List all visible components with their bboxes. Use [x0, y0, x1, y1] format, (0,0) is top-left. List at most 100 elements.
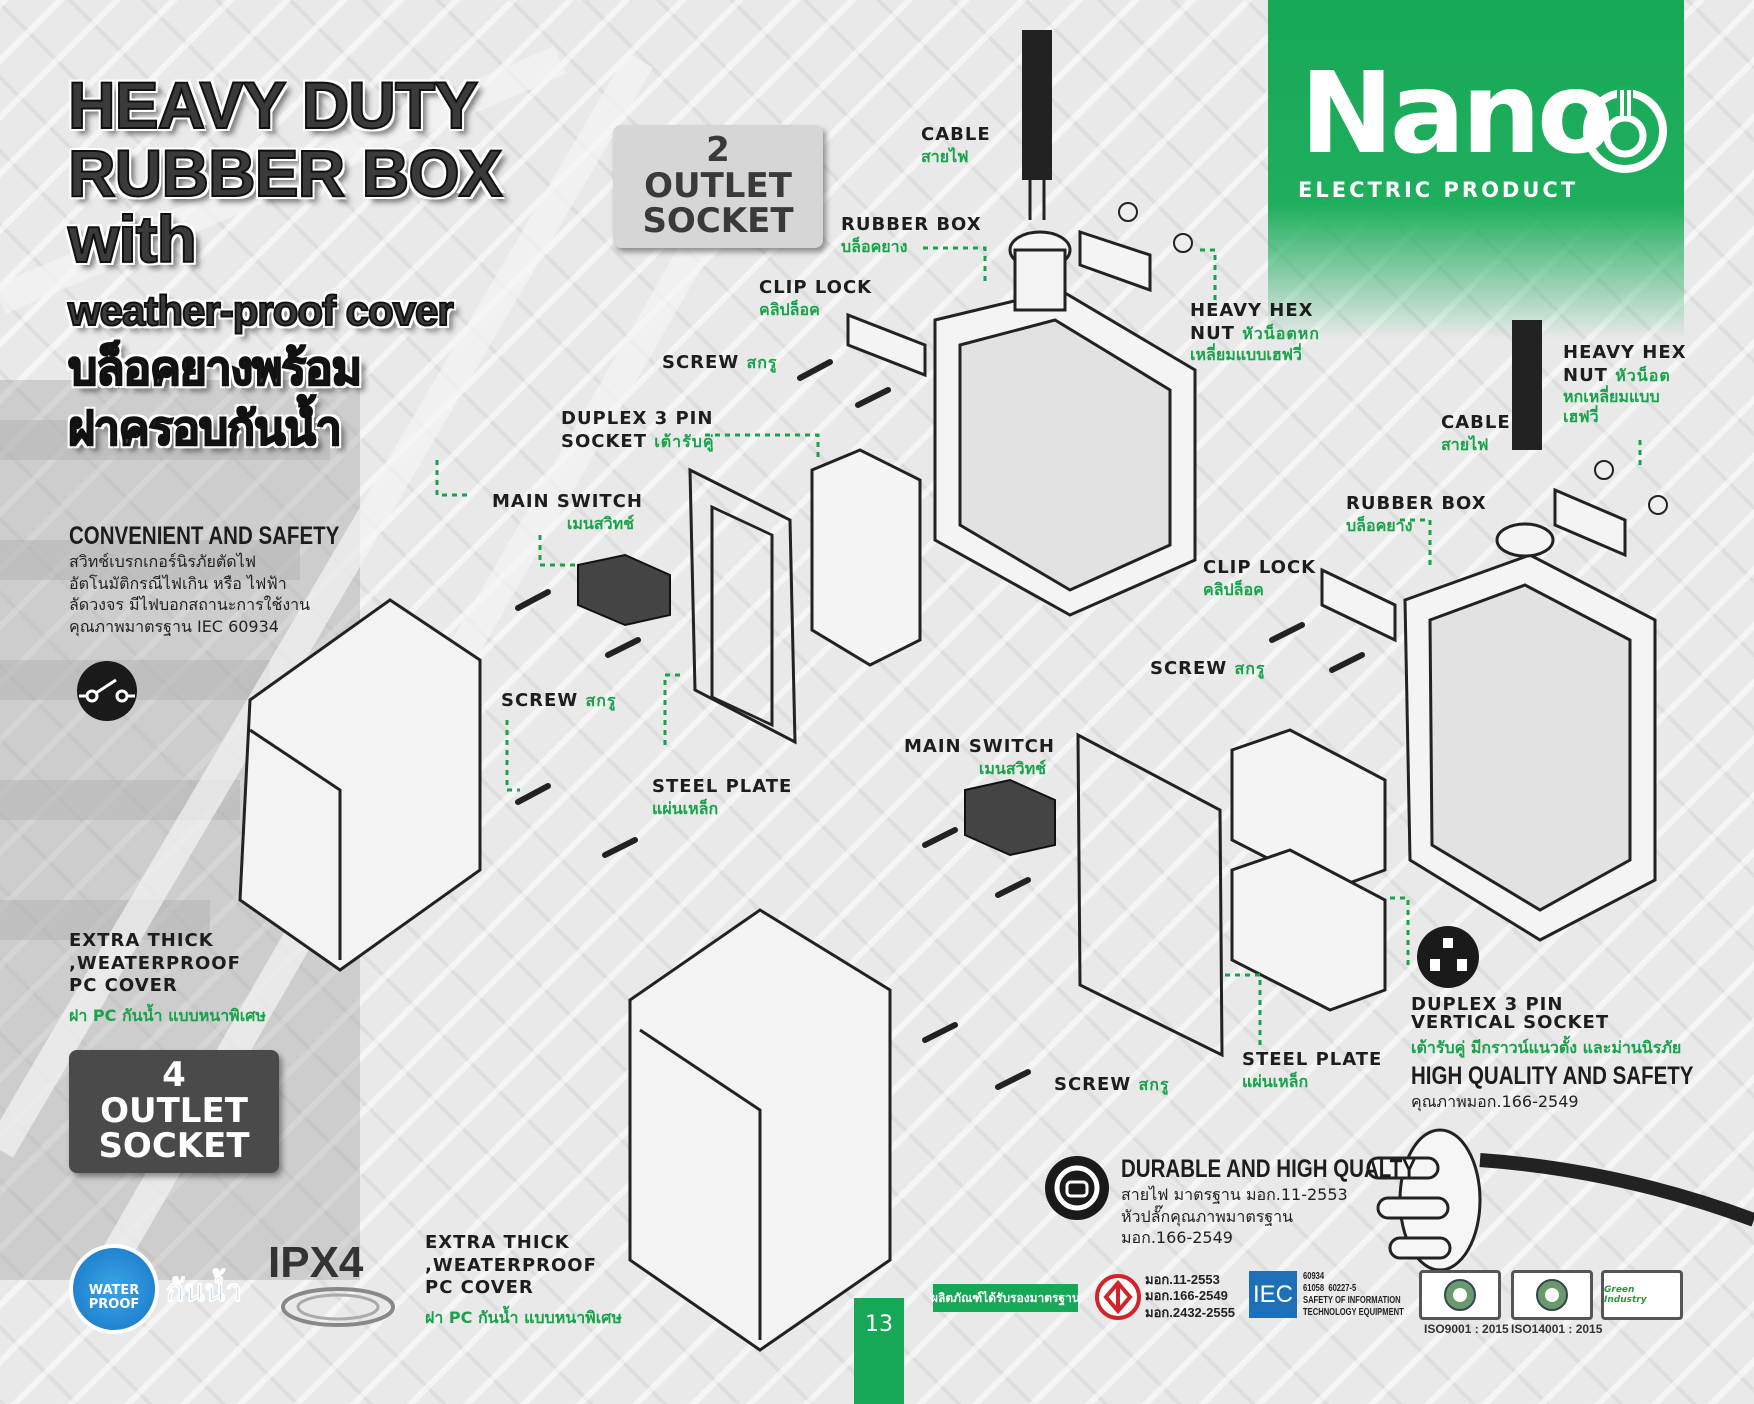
plug	[1366, 1128, 1754, 1272]
ipx-ring-icon	[281, 1287, 395, 1327]
feature-title: DURABLE AND HIGH QUALTY	[1121, 1155, 1416, 1183]
label-en: MAIN SWITCH	[904, 736, 1055, 757]
badge-line: SOCKET	[642, 201, 794, 242]
feature-line: ลัดวงจร มีไฟบอกสถานะการใช้งาน	[69, 595, 311, 615]
feature-convenient: CONVENIENT AND SAFETY สวิทช์เบรกเกอร์นิร…	[69, 522, 399, 637]
feature-line: คุณภาพมอก.166-2549	[1411, 1092, 1579, 1111]
cable-top	[1022, 30, 1052, 220]
feature-durable: DURABLE AND HIGH QUALTY สายไฟ มาตรฐาน มอ…	[1121, 1155, 1481, 1249]
label-th: สกรู	[1234, 659, 1266, 678]
label-en: ,WEATERPROOF	[425, 1254, 597, 1276]
label-en: SCREW	[501, 690, 579, 711]
tis-logo-icon	[1095, 1274, 1141, 1320]
green-industry-logo: Green Industry	[1601, 1270, 1683, 1320]
iec-standard: 61058 60227-5	[1303, 1283, 1357, 1294]
label-th: สกรู	[746, 353, 778, 372]
label-th: สกรู	[1138, 1075, 1170, 1094]
label-en: CLIP LOCK	[759, 277, 873, 298]
label-th: เต้ารับคู่	[654, 431, 715, 451]
label-en: MAIN SWITCH	[492, 491, 643, 512]
label-en: DUPLEX 3 PIN	[561, 408, 714, 429]
feature-line: อัตโนมัติกรณีไฟเกิน หรือ ไฟฟ้า	[69, 573, 287, 593]
brand-tagline: ELECTRIC PRODUCT	[1298, 178, 1579, 202]
feature-line: มอก.166-2549	[1121, 1228, 1233, 1248]
badge-line: 2 OUTLET	[644, 130, 792, 206]
badge-line: SOCKET	[98, 1126, 250, 1167]
rubber-box-right	[1403, 522, 1657, 942]
label-th: หัวน็อต	[1615, 365, 1671, 385]
brand-logo: Nano	[1300, 49, 1614, 179]
cover-bottom	[628, 908, 892, 1352]
label-en: SCREW	[1054, 1074, 1132, 1095]
iso14001-label: ISO14001 : 2015	[1511, 1322, 1603, 1336]
label-th: เต้ารับคู่ มีกราวน์แนวตั้ง และม่านนิรภัย	[1411, 1038, 1682, 1057]
label-th: หกเหลี่ยมแบบ	[1563, 387, 1660, 406]
iso14001-logo	[1511, 1270, 1593, 1320]
ipx4-rating: IPX4	[268, 1238, 364, 1287]
iso9001-logo	[1419, 1270, 1501, 1320]
label-en: NUT	[1190, 322, 1235, 344]
label-en: CABLE	[1441, 412, 1511, 433]
label-th: แผ่นเหล็ก	[652, 798, 719, 818]
label-th: หัวน็อตหก	[1242, 323, 1320, 343]
iso-seal-icon	[1444, 1279, 1476, 1311]
label-th: บล็อคยาง	[841, 236, 908, 256]
title-line-3: with	[67, 202, 198, 276]
iso9001-label: ISO9001 : 2015	[1424, 1322, 1509, 1336]
feature-line: หัวปลั๊กคุณภาพมาตรฐาน	[1121, 1206, 1294, 1226]
hex-nuts	[1118, 202, 1668, 515]
rubber-box-top	[933, 230, 1197, 617]
label-en: SCREW	[662, 352, 740, 373]
tis-standard: มอก.166-2549	[1145, 1288, 1228, 1304]
plug-icon	[1045, 1156, 1109, 1220]
badge-line: 4 OUTLET	[100, 1055, 248, 1131]
label-en: RUBBER BOX	[1346, 493, 1487, 514]
iec-standard: 60934	[1303, 1271, 1325, 1282]
title-line-6: ฝาครอบกันน้ำ	[67, 402, 343, 454]
label-en: PC COVER	[69, 975, 178, 996]
vertical-sockets	[1230, 728, 1387, 1012]
label-th: สายไฟ	[1441, 434, 1489, 454]
brand-panel: Nano ELECTRIC PRODUCT	[1268, 0, 1684, 340]
label-en: EXTRA THICK	[69, 930, 214, 951]
label-en: CABLE	[921, 124, 991, 145]
duplex-socket-top	[810, 448, 922, 667]
label-screw-left: SCREW สกรู	[501, 690, 617, 713]
feature-high-quality: HIGH QUALITY AND SAFETY คุณภาพมอก.166-25…	[1411, 1062, 1754, 1113]
label-screw-bottom: SCREW สกรู	[1054, 1074, 1170, 1097]
label-th: เมนสวิทช์	[978, 758, 1046, 778]
label-en: NUT	[1563, 364, 1608, 386]
label-en: ,WEATERPROOF	[69, 952, 241, 974]
title-line-1: HEAVY DUTY	[67, 68, 479, 142]
waterproof-thai: กันน้ำ	[165, 1274, 243, 1310]
label-en: SOCKET	[561, 430, 647, 452]
title-line-4: weather-proof cover	[67, 287, 455, 334]
tis-standard: มอก.2432-2555	[1145, 1304, 1236, 1320]
badge-text: WATER	[88, 1283, 140, 1298]
iso-seal-icon	[1536, 1279, 1568, 1311]
label-en: CLIP LOCK	[1203, 557, 1317, 578]
label-en: SCREW	[1150, 658, 1228, 679]
feature-line: คุณภาพมาตรฐาน IEC 60934	[69, 616, 279, 636]
label-en: HEAVY HEX	[1190, 300, 1314, 321]
iec-standard: TECHNOLOGY EQUIPMENT	[1303, 1307, 1404, 1318]
leader-lines	[435, 246, 1642, 1045]
certified-label: ผลิตภัณฑ์ได้รับรองมาตรฐาน	[931, 1284, 1080, 1312]
steel-plate-left	[688, 467, 797, 745]
label-en: HEAVY HEX	[1563, 342, 1687, 363]
